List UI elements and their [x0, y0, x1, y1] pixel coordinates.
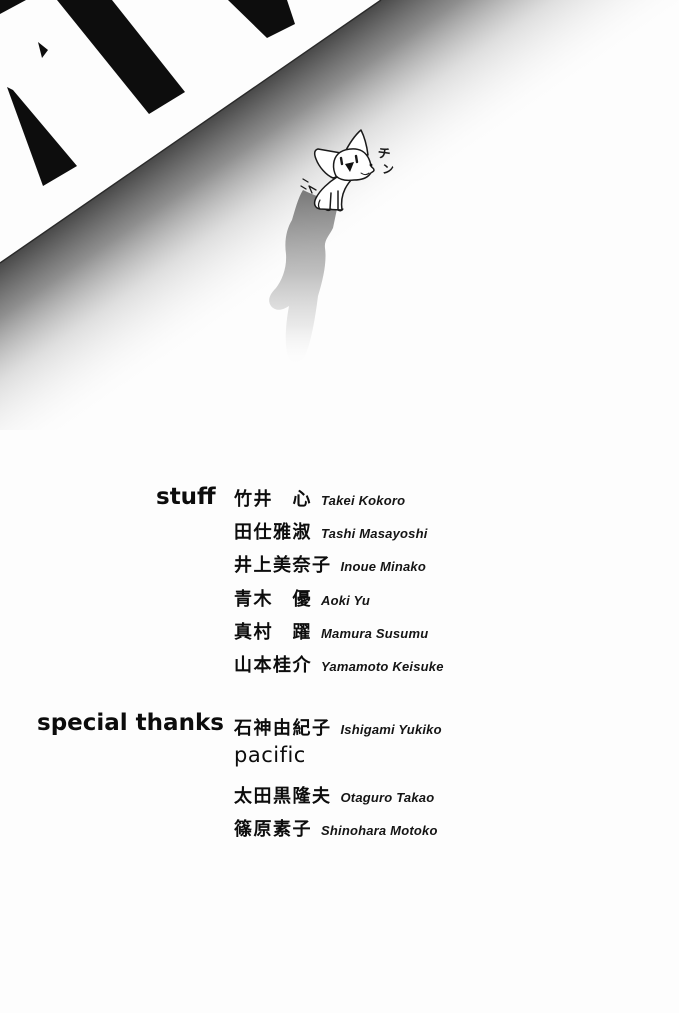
dog-right-eye — [354, 154, 359, 164]
staff-entry: 山本桂介 Yamamoto Keisuke — [234, 651, 444, 677]
staff-name-romaji: Mamura Susumu — [321, 626, 429, 641]
dog-chin-line — [360, 172, 370, 175]
sfx-text-bottom: ン — [382, 162, 394, 176]
special-thanks-entry: 篠原素子 Shinohara Motoko — [234, 815, 438, 841]
staff-section-label: stuff — [156, 484, 216, 510]
sfx-text-top: チ — [376, 146, 391, 163]
staff-entry: 井上美奈子 Inoue Minako — [234, 551, 426, 577]
dog-nose — [369, 163, 373, 167]
top-artwork: チ ン — [0, 0, 679, 430]
special-thanks-entry: 太田黒隆夫 Otaguro Takao — [234, 782, 434, 808]
special-thanks-name-romaji: Shinohara Motoko — [321, 823, 438, 838]
gradient-band — [0, 0, 679, 430]
staff-name-romaji: Tashi Masayoshi — [321, 526, 428, 541]
staff-entry: 田仕雅淑 Tashi Masayoshi — [234, 518, 428, 544]
chihuahua-illustration — [300, 129, 375, 212]
special-thanks-name-kanji: 篠原素子 — [234, 819, 312, 840]
special-thanks-entry: 石神由紀子 Ishigami Yukiko — [234, 714, 442, 740]
dog-front-leg — [329, 192, 332, 210]
ink-stripe-wedge — [7, 87, 77, 186]
staff-entry: 青木 優 Aoki Yu — [234, 585, 370, 611]
special-thanks-name-kanji: 石神由紀子 — [234, 718, 332, 739]
dog-shadow — [269, 190, 338, 363]
ink-stripe-large — [57, 0, 185, 114]
dog-left-eye — [339, 156, 344, 166]
dog-mouth — [345, 162, 354, 172]
ink-stripe-corner — [0, 0, 26, 14]
staff-name-romaji: Yamamoto Keisuke — [321, 659, 444, 674]
dog-foot — [324, 208, 332, 212]
staff-name-kanji: 竹井 心 — [234, 489, 312, 510]
ink-stripe-short — [228, 0, 295, 38]
ink-stripe-tip — [38, 42, 48, 58]
staff-name-kanji: 井上美奈子 — [234, 555, 332, 576]
staff-name-romaji: Aoki Yu — [321, 593, 371, 608]
staff-entry: 真村 躍 Mamura Susumu — [234, 618, 428, 644]
special-thanks-name-romaji: Otaguro Takao — [340, 790, 435, 805]
staff-name-kanji: 山本桂介 — [234, 655, 312, 676]
dog-tail — [308, 185, 317, 194]
dog-head — [332, 148, 375, 182]
band-edge-line — [0, 0, 382, 264]
staff-name-romaji: Inoue Minako — [340, 559, 426, 574]
special-thanks-name-latin: pacific — [234, 743, 306, 767]
staff-name-kanji: 田仕雅淑 — [234, 522, 312, 543]
special-thanks-name-kanji: 太田黒隆夫 — [234, 786, 332, 807]
special-thanks-section-label: special thanks — [37, 710, 224, 736]
staff-name-romaji: Takei Kokoro — [321, 493, 406, 508]
dog-haunch-line — [317, 199, 321, 210]
special-thanks-entry: pacific — [234, 743, 306, 767]
staff-name-kanji: 真村 躍 — [234, 622, 312, 643]
tremble-marks — [300, 178, 309, 190]
dog-foot-2 — [337, 208, 344, 212]
staff-entry: 竹井 心 Takei Kokoro — [234, 485, 405, 511]
special-thanks-name-romaji: Ishigami Yukiko — [340, 722, 442, 737]
staff-name-kanji: 青木 優 — [234, 589, 312, 610]
